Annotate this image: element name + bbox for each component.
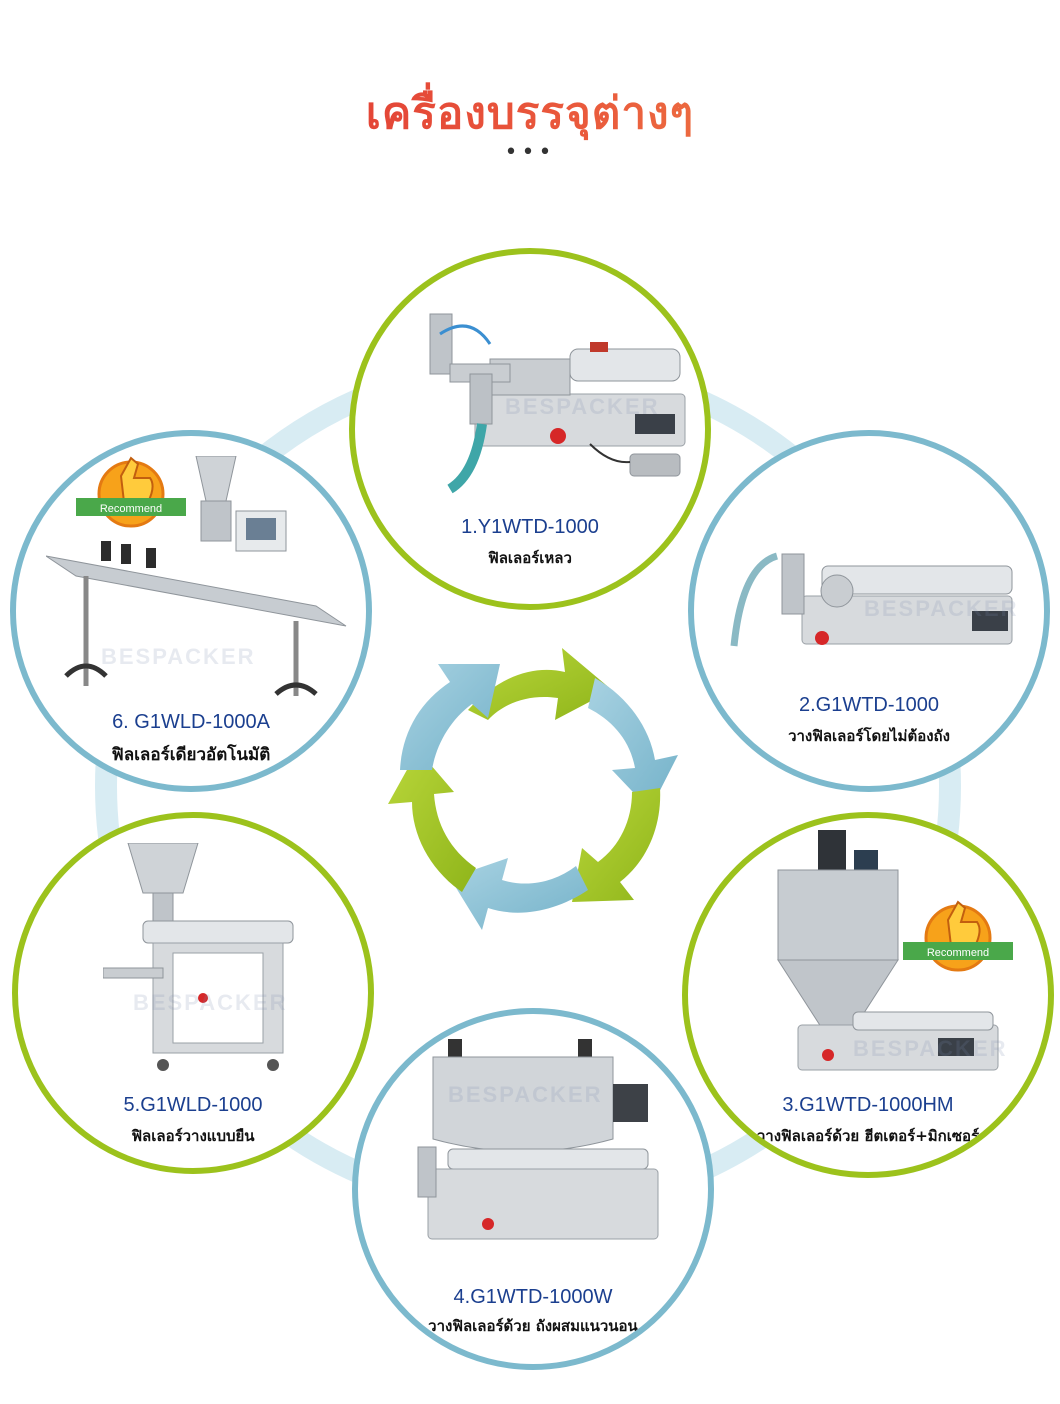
watermark-text: BESPACKER bbox=[448, 1082, 603, 1107]
product-description: ฟิลเลอร์เหลว bbox=[488, 549, 572, 567]
arrow-green-left bbox=[388, 750, 476, 892]
watermark-text: BESPACKER bbox=[101, 644, 256, 669]
recommend-badge-icon: Recommend bbox=[76, 456, 186, 528]
product-card-6[interactable]: Recommend BESPACKER 6. G1WLD-1000A ฟิลเล… bbox=[10, 430, 372, 792]
product-model: 2.G1WTD-1000 bbox=[798, 694, 940, 716]
cycle-arrows-icon bbox=[388, 648, 678, 930]
product-description: ฟิลเลอร์วางแบบยืน bbox=[131, 1127, 255, 1145]
arrow-blue-left-top bbox=[400, 664, 500, 770]
product-model: 3.G1WTD-1000HM bbox=[782, 1094, 954, 1116]
product-card-3[interactable]: Recommend BESPACKER 3.G1WTD-1000HM วางฟิ… bbox=[682, 812, 1054, 1178]
arrow-blue-bottom bbox=[450, 858, 588, 930]
arrow-green-bottom-right bbox=[572, 788, 661, 902]
product-card-2[interactable]: BESPACKER 2.G1WTD-1000 วางฟิลเลอร์โดยไม่… bbox=[688, 430, 1050, 792]
standing-filler-machine-icon bbox=[103, 843, 294, 1071]
arrow-blue-right bbox=[588, 678, 678, 810]
product-card-1[interactable]: BESPACKER 1.Y1WTD-1000 ฟิลเลอร์เหลว bbox=[349, 248, 711, 610]
product-card-4[interactable]: BESPACKER 4.G1WTD-1000W วางฟิลเลอร์ด้วย … bbox=[352, 1008, 714, 1370]
page-title: เครื่องบรรจุต่างๆ bbox=[0, 78, 1060, 148]
horizontal-mixer-filler-machine-icon bbox=[417, 1039, 659, 1240]
heater-mixer-filler-machine-icon bbox=[777, 830, 999, 1071]
product-card-5[interactable]: BESPACKER 5.G1WLD-1000 ฟิลเลอร์วางแบบยืน bbox=[12, 812, 374, 1174]
automatic-filler-conveyor-machine-icon bbox=[46, 456, 347, 696]
watermark-text: BESPACKER bbox=[853, 1036, 1008, 1061]
title-dots: ••• bbox=[504, 140, 556, 165]
product-description: วางฟิลเลอร์ด้วย ถังผสมแนวนอน bbox=[428, 1317, 638, 1335]
badge-text: Recommend bbox=[927, 947, 989, 959]
badge-text: Recommend bbox=[100, 503, 162, 515]
product-description: ฟิลเลอร์เดียวอัตโนมัติ bbox=[111, 745, 271, 765]
product-model: 5.G1WLD-1000 bbox=[123, 1094, 263, 1116]
tabletop-filler-machine-icon bbox=[730, 552, 1013, 647]
watermark-text: BESPACKER bbox=[505, 394, 660, 419]
arrow-green-top bbox=[468, 648, 612, 720]
product-description: วางฟิลเลอร์โดยไม่ต้องถัง bbox=[788, 727, 950, 745]
watermark-text: BESPACKER bbox=[864, 596, 1019, 621]
product-model: 1.Y1WTD-1000 bbox=[461, 516, 599, 538]
recommend-badge-icon: Recommend bbox=[903, 900, 1013, 972]
product-description: วางฟิลเลอร์ด้วย ฮีตเตอร์+มิกเซอร์ bbox=[756, 1127, 980, 1145]
liquid-filler-machine-icon bbox=[429, 313, 686, 494]
product-model: 6. G1WLD-1000A bbox=[112, 711, 270, 733]
watermark-text: BESPACKER bbox=[133, 990, 288, 1015]
product-model: 4.G1WTD-1000W bbox=[453, 1286, 613, 1308]
